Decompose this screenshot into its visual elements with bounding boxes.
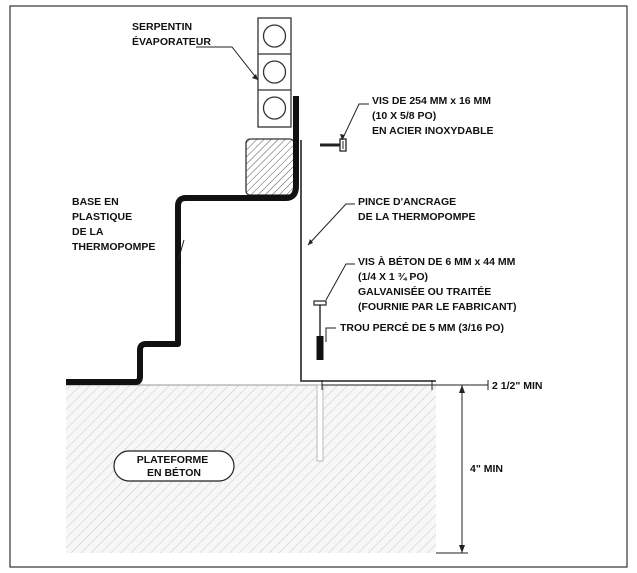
coil-support-block (245, 138, 295, 196)
steel-screw-label: VIS DE 254 MM x 16 MM (10 X 5/8 PO) EN A… (372, 95, 494, 137)
heat-pump-base-profile (66, 96, 299, 385)
anchor-clamp (300, 140, 436, 382)
hole-label: TROU PERCÉ DE 5 MM (3/16 PO) (340, 321, 504, 334)
concrete-screw-label: VIS À BÉTON DE 6 MM x 44 MM (1/4 X 1 ¾ P… (358, 255, 518, 313)
clamp-label: PINCE D'ANCRAGE DE LA THERMOPOMPE (358, 196, 475, 223)
dim-depth-label: 4" MIN (470, 463, 503, 475)
dim-depth-arrows (459, 385, 465, 553)
evaporator-coil (257, 17, 292, 128)
drilled-hole (316, 384, 324, 462)
concrete-screw (313, 300, 327, 360)
leader-arrowheads (252, 74, 345, 245)
platform-label: PLATEFORME EN BÉTON (137, 454, 211, 479)
base-label: BASE EN PLASTIQUE DE LA THERMOPOMPE (72, 196, 155, 253)
platform-label-box (113, 450, 235, 482)
dim-depth (436, 384, 468, 554)
dim-edge-label: 2 1/2" MIN (492, 380, 543, 392)
leader-lines (177, 46, 369, 342)
coil-label: SERPENTIN ÉVAPORATEUR (132, 21, 211, 48)
